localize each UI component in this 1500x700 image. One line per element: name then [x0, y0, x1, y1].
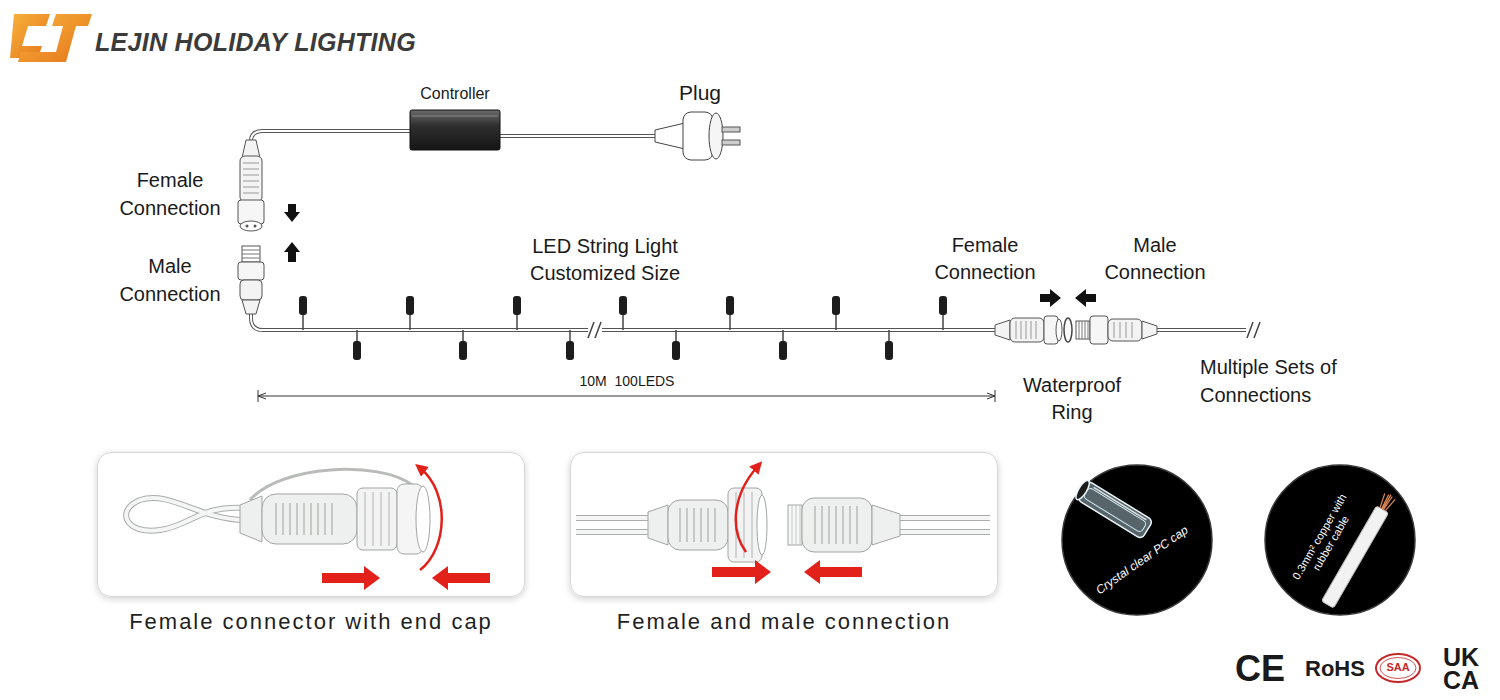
- part-label: UK CA: [1436, 646, 1486, 692]
- part-label: Male Connection: [1085, 232, 1225, 286]
- part-label: Female Connection: [100, 166, 240, 222]
- part-label: Waterproof Ring: [1007, 372, 1137, 426]
- brand-title: LEJIN HOLIDAY LIGHTING: [95, 28, 416, 57]
- part-label: Female Connection: [915, 232, 1055, 286]
- part-label: Male Connection: [100, 252, 240, 308]
- panel-frame: [97, 452, 525, 597]
- part-label: CE: [1228, 647, 1292, 690]
- circle-outline: [1061, 464, 1213, 616]
- part-label: Plug: [660, 80, 740, 105]
- circle-ground: [1265, 465, 1415, 615]
- detail-circle: Crystal clear PC cap: [1061, 464, 1213, 616]
- photo-panel: Female and male connection: [570, 452, 998, 639]
- panel-caption: Female and male connection: [570, 609, 998, 635]
- detail-picture: [1073, 479, 1153, 540]
- part-label: 10M 100LEDS: [557, 373, 697, 390]
- part-label: RoHS: [1300, 656, 1370, 682]
- panel-frame: [570, 452, 998, 597]
- part-label: Controller: [398, 84, 512, 103]
- part-label: Multiple Sets of Connections: [1200, 353, 1345, 409]
- photo-panel: Female connector with end cap: [97, 452, 525, 639]
- detail-circle: 0.3mm² copper with rubber cable: [1264, 464, 1416, 616]
- part-label: SAA: [1376, 661, 1420, 674]
- part-label: LED String Light Customized Size: [505, 233, 705, 287]
- panel-caption: Female connector with end cap: [97, 609, 525, 635]
- circle-ground: [1062, 465, 1212, 615]
